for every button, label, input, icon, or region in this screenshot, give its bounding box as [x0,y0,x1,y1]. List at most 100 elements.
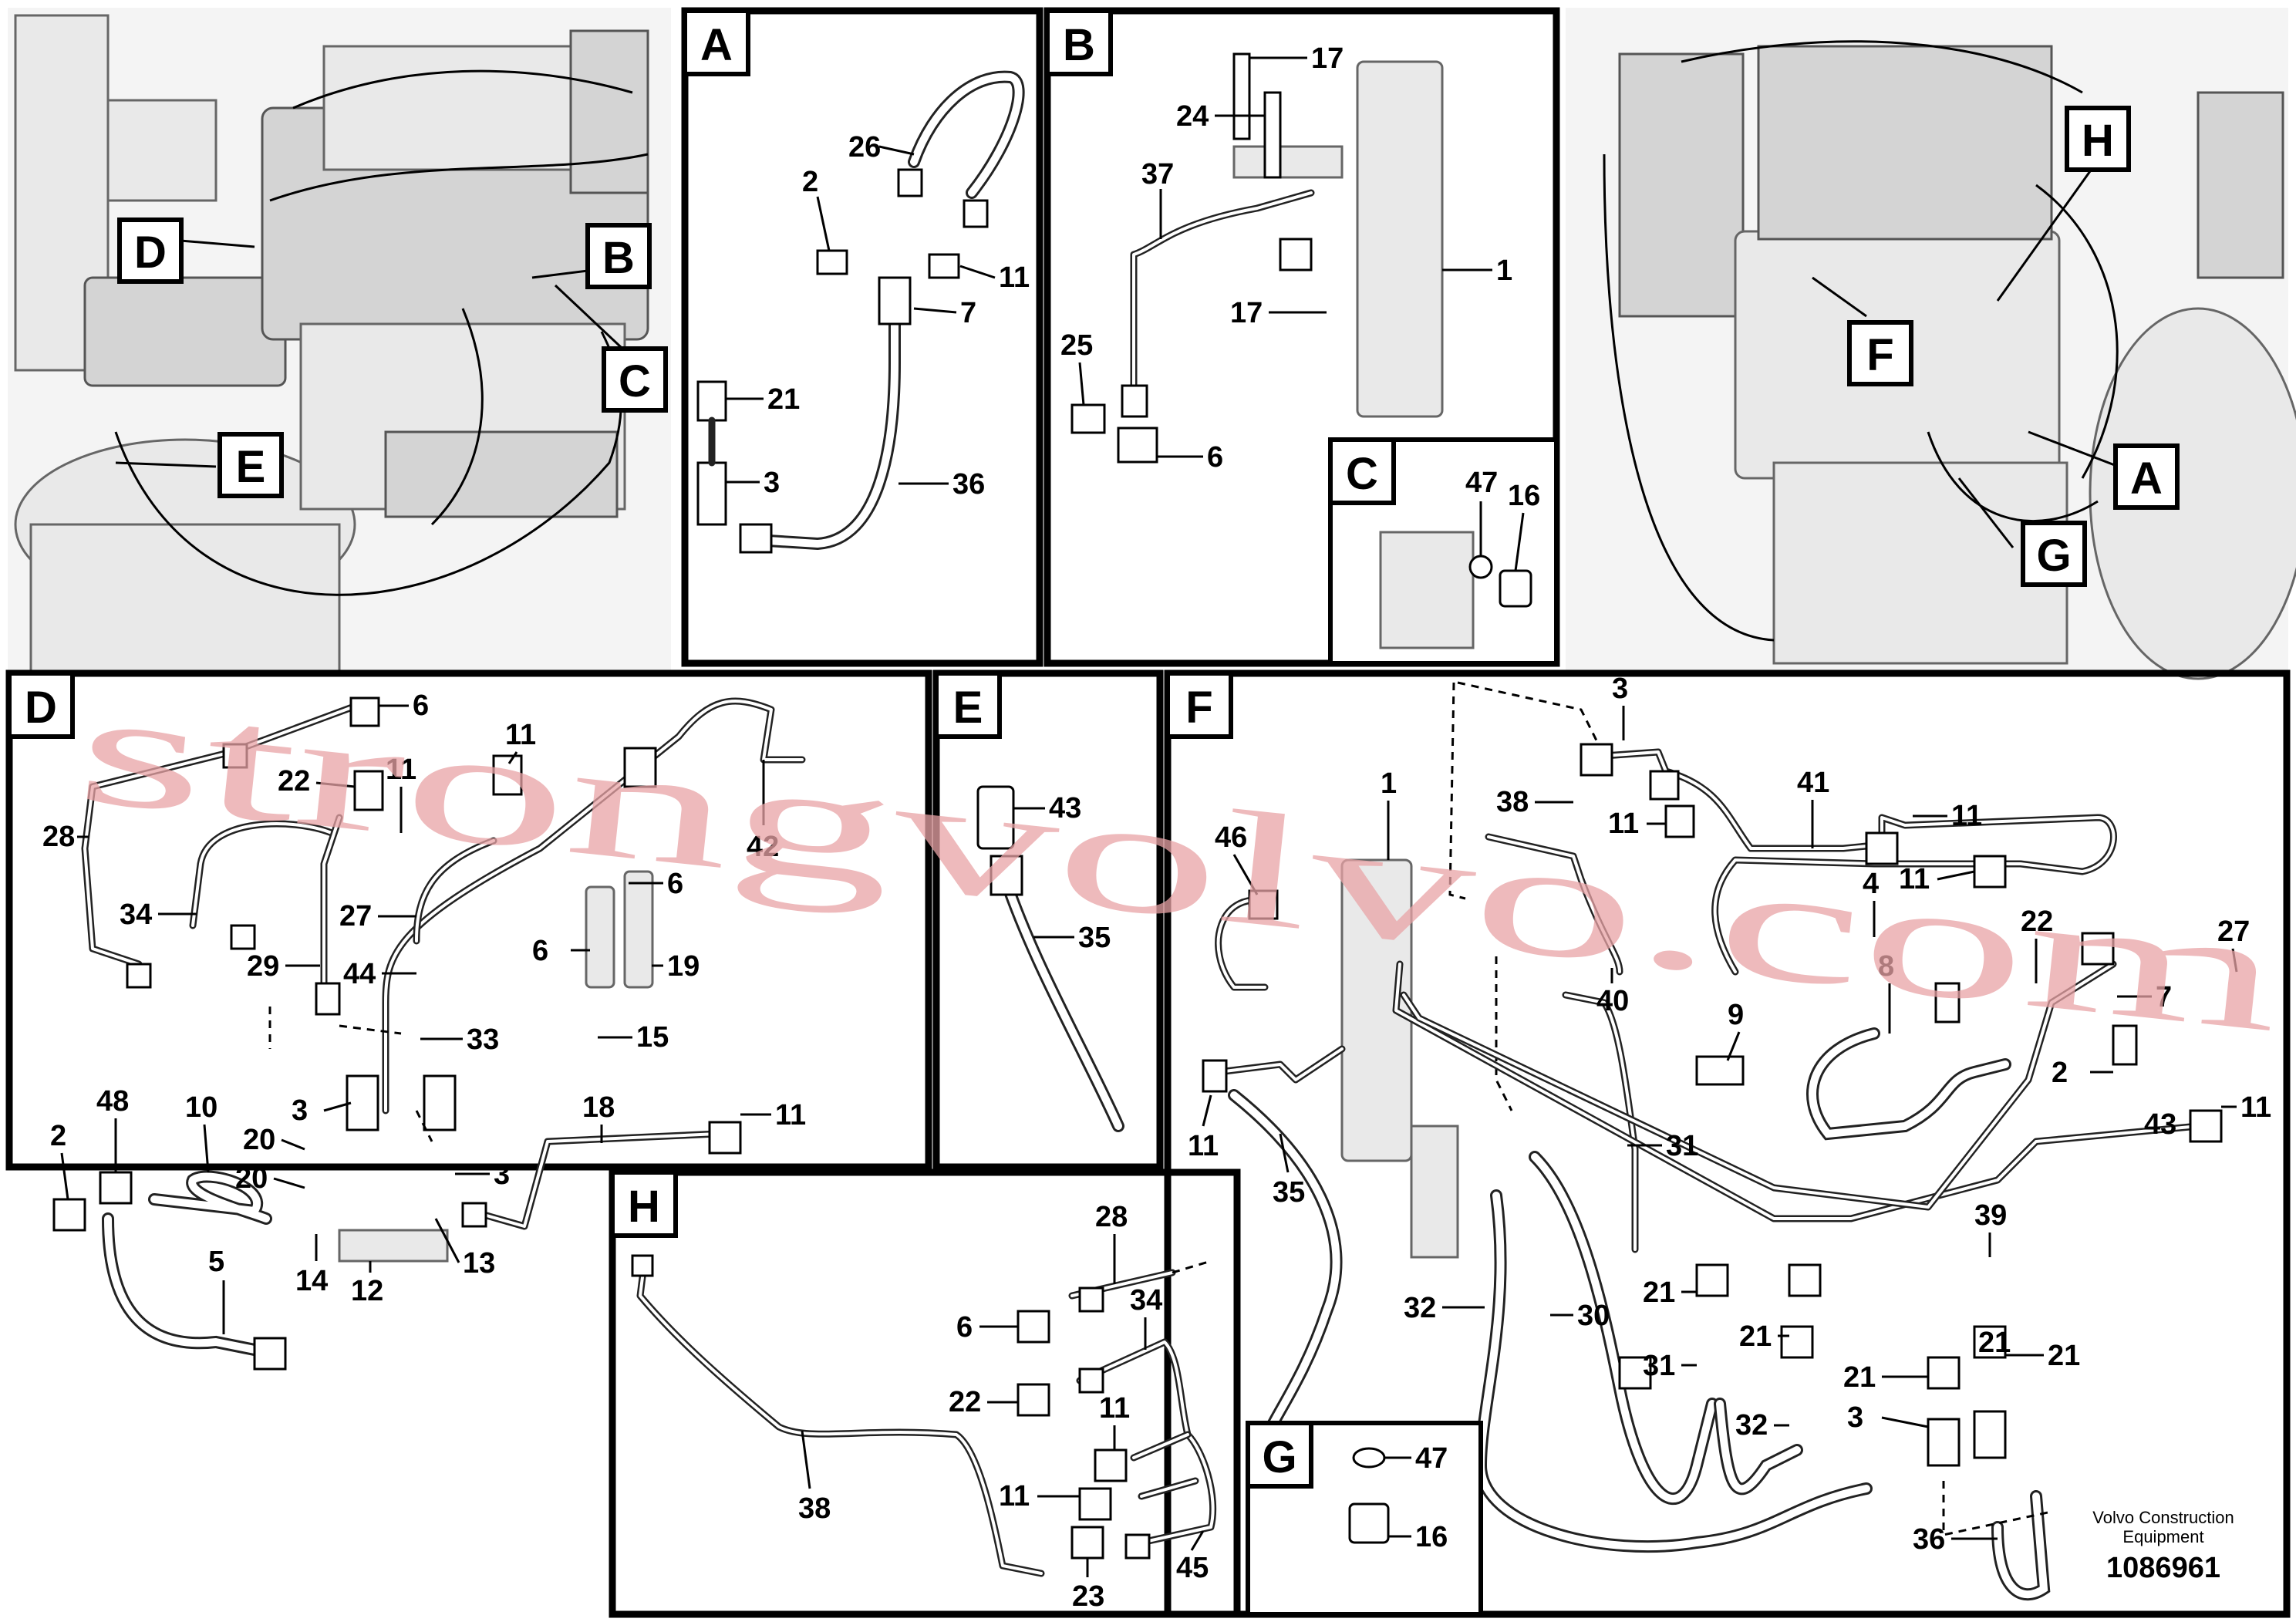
panel-c-num-47: 47 [1465,467,1498,499]
panel-d-num-14: 14 [295,1265,328,1297]
callout-c-label: C [619,356,651,406]
callout-b-box[interactable] [585,223,652,289]
callout-b-label: B [602,233,635,283]
callout-h-box[interactable] [2065,106,2131,172]
panel-d-label: D [25,683,57,733]
overview-photo-right [1566,8,2296,680]
panel-a-num-3: 3 [764,467,780,499]
panel-d-num-48: 48 [96,1085,129,1118]
panel-e-label: E [953,683,983,733]
callouts-right: H F A G [1847,106,2180,587]
callout-g-label: G [2036,531,2071,581]
panel-d-num-10: 10 [185,1091,217,1124]
callout-f-box[interactable] [1847,320,1913,386]
panel-f: F 3 3 8 11 41 11 [1164,669,2291,1618]
vendor-line-1: Volvo Construction [2092,1508,2234,1527]
panel-f-num-36: 36 [1913,1523,1945,1556]
panel-f-label: F [1185,683,1212,733]
panel-f-num-40: 40 [1596,985,1629,1017]
panel-d-num-44: 44 [343,958,376,990]
panel-b-num-6: 6 [1207,441,1223,474]
panel-h-num-11-a: 11 [1099,1392,1130,1425]
panel-e: E 43 35 [932,669,1164,1171]
callout-e-box[interactable] [217,432,284,498]
panel-d-num-13: 13 [463,1247,495,1280]
panel-e-num-35: 35 [1078,922,1111,954]
panel-d-num-11-a: 11 [386,754,416,786]
panel-d-num-18: 18 [582,1091,615,1124]
panel-f-num-35: 35 [1273,1176,1305,1209]
panel-d-num-6-top: 6 [413,690,429,722]
panel-d-num-11-b: 11 [505,719,536,751]
panel-f-num-21-c: 21 [1843,1361,1876,1394]
panel-f-num-3-bottom: 3 [1847,1401,1863,1434]
panel-d-num-2: 2 [50,1120,66,1152]
panel-h-num-34: 34 [1130,1284,1162,1317]
panel-d-num-6-mid: 6 [667,868,683,900]
panel-f-num-43: 43 [2144,1108,2176,1141]
panel-d-num-6-low: 6 [532,935,548,967]
panel-f-num-3-top: 3 [1612,673,1628,705]
callout-a-box[interactable] [2113,443,2180,510]
panel-c-num-16: 16 [1508,480,1540,512]
callout-d-label: D [134,228,167,278]
panel-f-num-1: 1 [1381,767,1397,800]
panel-h-num-22: 22 [949,1386,981,1418]
panel-f-num-2: 2 [2052,1057,2068,1089]
panel-f-num-11-e: 11 [1188,1130,1219,1162]
panel-d-num-3-left: 3 [292,1094,308,1127]
vendor-line-2: Equipment [2122,1527,2203,1546]
panel-f-num-31-b: 31 [1643,1350,1675,1382]
callout-c-box[interactable] [602,346,668,413]
panel-a-num-11: 11 [999,261,1030,294]
callout-g-box[interactable] [2021,521,2087,587]
panel-a-num-2: 2 [802,166,818,198]
panel-d-num-20-b: 20 [235,1162,268,1195]
panel-f-num-9: 9 [1728,999,1744,1031]
panel-b-num-1: 1 [1496,255,1512,287]
panel-b-num-17-mid: 17 [1230,297,1263,329]
callout-a-label: A [2130,454,2163,504]
panel-f-num-32-b: 32 [1735,1409,1768,1442]
panel-g-label: G [1262,1432,1296,1482]
panel-f-num-7: 7 [2156,981,2172,1013]
panel-d-num-28: 28 [42,821,75,853]
panel-c: C 47 16 [1328,437,1559,666]
panel-f-num-41: 41 [1797,767,1829,799]
panel-b-label: B [1063,20,1095,70]
panel-f-num-27: 27 [2217,916,2250,948]
panel-d-num-12: 12 [351,1275,383,1307]
panel-h-num-6: 6 [956,1311,973,1344]
overview-photo-left [8,8,671,673]
panel-d-num-29: 29 [247,950,279,983]
panel-f-num-11-c: 11 [1899,863,1930,895]
panel-h-num-28: 28 [1095,1201,1128,1233]
panel-g-num-47: 47 [1415,1442,1448,1475]
panel-c-label: C [1346,449,1378,499]
panel-f-num-11-a: 11 [1608,808,1639,840]
panel-d-num-42: 42 [747,831,779,863]
panel-d-num-11-right: 11 [775,1099,806,1131]
vendor-footer: Volvo Construction Equipment 1086961 [2092,1508,2234,1584]
panel-d: D 6 22 11 11 28 34 27 29 44 [5,669,932,1371]
panel-f-num-30: 30 [1577,1300,1610,1332]
panel-d-num-34: 34 [120,899,152,931]
callout-d-box[interactable] [117,218,184,284]
callout-f-label: F [1866,330,1893,380]
panel-d-num-15: 15 [636,1021,669,1054]
panel-h-num-23: 23 [1072,1580,1104,1613]
panel-b-num-24: 24 [1176,100,1209,133]
panel-f-num-21-d: 21 [2048,1340,2080,1372]
panel-h: H 28 6 34 22 11 11 38 23 45 [609,1168,1241,1618]
panel-a-label: A [700,20,733,70]
panel-f-num-11-b: 11 [1951,800,1982,832]
panel-f-num-32-a: 32 [1404,1292,1436,1324]
panel-f-num-8: 8 [1878,950,1894,983]
panel-h-num-11-b: 11 [999,1480,1030,1512]
panel-h-label: H [628,1182,660,1232]
panel-h-num-45: 45 [1176,1552,1209,1584]
panel-f-num-22: 22 [2021,905,2053,938]
panel-b-num-25: 25 [1060,329,1093,362]
